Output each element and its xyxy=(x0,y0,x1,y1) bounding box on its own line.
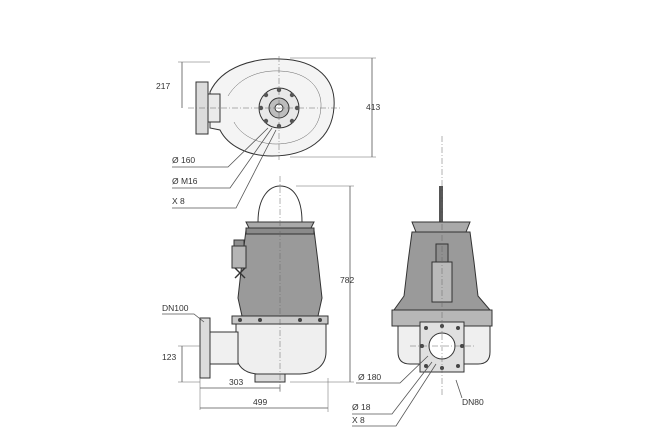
label-d180: Ø 180 xyxy=(358,372,381,382)
front-flange-holes xyxy=(420,324,464,370)
volute-inner xyxy=(227,70,322,145)
bolt-holes xyxy=(258,87,300,129)
dim-782: 782 xyxy=(340,275,354,285)
label-d18: Ø 18 xyxy=(352,402,371,412)
base-foot xyxy=(254,373,286,383)
label-dn80: DN80 xyxy=(462,397,484,407)
dim-303: 303 xyxy=(229,377,243,387)
side-view: 782 DN100 123 303 499 xyxy=(162,176,354,412)
label-x8-top: X 8 xyxy=(172,196,185,206)
label-x8-front: X 8 xyxy=(352,415,365,425)
front-motor-cap xyxy=(411,221,471,233)
label-d160: Ø 160 xyxy=(172,155,195,165)
cable-entry xyxy=(231,245,247,269)
lifting-bar xyxy=(439,186,443,224)
dim-499: 499 xyxy=(253,397,267,407)
dim-217: 217 xyxy=(156,81,170,91)
front-view: Ø 180 Ø 18 X 8 DN80 xyxy=(352,136,493,427)
cable-cap xyxy=(233,239,245,247)
pump-housing xyxy=(235,323,327,375)
outlet-flange-side xyxy=(199,317,211,379)
outlet-elbow xyxy=(209,331,239,365)
top-view: 217 413 Ø 160 Ø M16 X 8 xyxy=(156,56,380,209)
dim-413: 413 xyxy=(366,102,380,112)
flange-bolts xyxy=(238,318,322,322)
lifting-handle xyxy=(257,185,303,223)
logo-mark xyxy=(234,267,246,279)
dim-123: 123 xyxy=(162,352,176,362)
label-dn100: DN100 xyxy=(162,303,189,313)
label-m16: Ø M16 xyxy=(172,176,198,186)
